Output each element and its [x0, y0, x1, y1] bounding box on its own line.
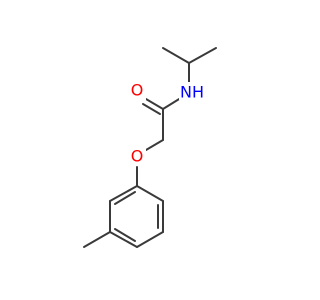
ether-oxygen-label: O — [131, 147, 144, 166]
bond-ring-ch3 — [83, 231, 111, 248]
ring-bond-4 — [109, 231, 138, 248]
ring-bond-6 — [109, 185, 138, 202]
ether-oxygen-atom: O — [128, 146, 146, 166]
amide-nitrogen-label: NH — [180, 83, 204, 102]
carbonyl-oxygen-label: O — [131, 81, 144, 100]
bond-ch-ch3-right — [188, 47, 217, 64]
ring-bond-3 — [136, 231, 164, 248]
ring-bond-1 — [136, 185, 164, 202]
ring-inner-bond-2 — [114, 228, 136, 242]
molecule-diagram: O NH O — [83, 47, 217, 248]
bond-ch-ch3-left — [162, 47, 190, 64]
bond-layer — [83, 47, 217, 248]
bond-ch2-o — [145, 139, 164, 151]
atom-label-layer: O NH O — [128, 80, 205, 166]
carbonyl-oxygen-atom: O — [128, 80, 146, 100]
bond-c-o-double-2 — [142, 103, 161, 115]
amide-nitrogen-atom: NH — [179, 82, 205, 102]
bond-c-o-double-1 — [145, 98, 164, 110]
ring-inner-bond-3 — [114, 191, 136, 205]
